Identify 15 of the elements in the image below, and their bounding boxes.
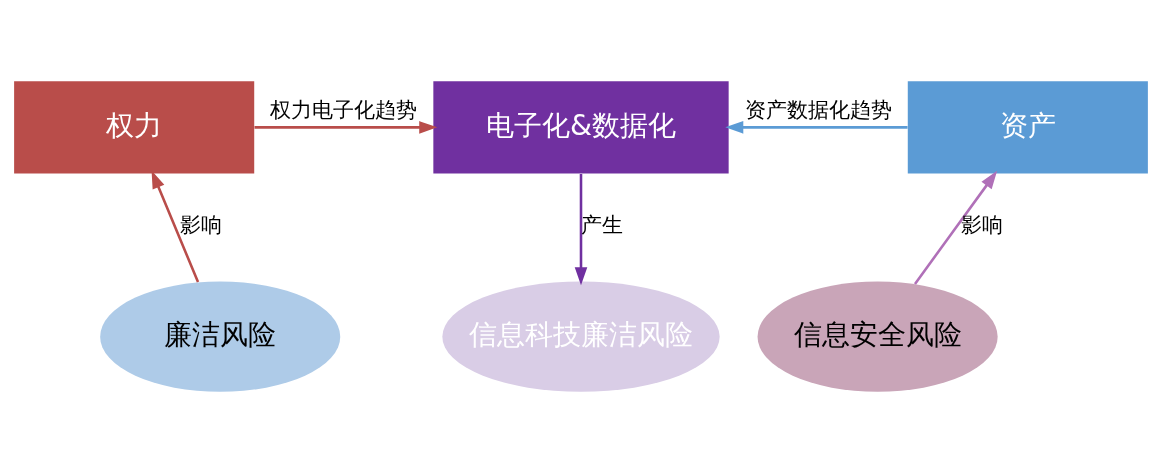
edge-label: 影响 xyxy=(179,213,222,238)
node-box: 权力 xyxy=(14,81,255,174)
arrow xyxy=(913,170,998,285)
arrow xyxy=(725,121,908,134)
node-box: 资产 xyxy=(907,81,1148,174)
edge-label: 权力电子化趋势 xyxy=(270,97,418,122)
edge-label: 影响 xyxy=(960,213,1003,238)
node-ellipse: 廉洁风险 xyxy=(100,281,341,392)
node-ellipse: 信息安全风险 xyxy=(757,281,998,392)
arrow xyxy=(151,170,200,283)
node-box: 电子化&数据化 xyxy=(433,81,729,174)
arrow xyxy=(254,121,438,134)
arrow xyxy=(574,174,588,286)
edge-label: 产生 xyxy=(580,213,623,238)
edge-label: 资产数据化趋势 xyxy=(744,97,892,122)
